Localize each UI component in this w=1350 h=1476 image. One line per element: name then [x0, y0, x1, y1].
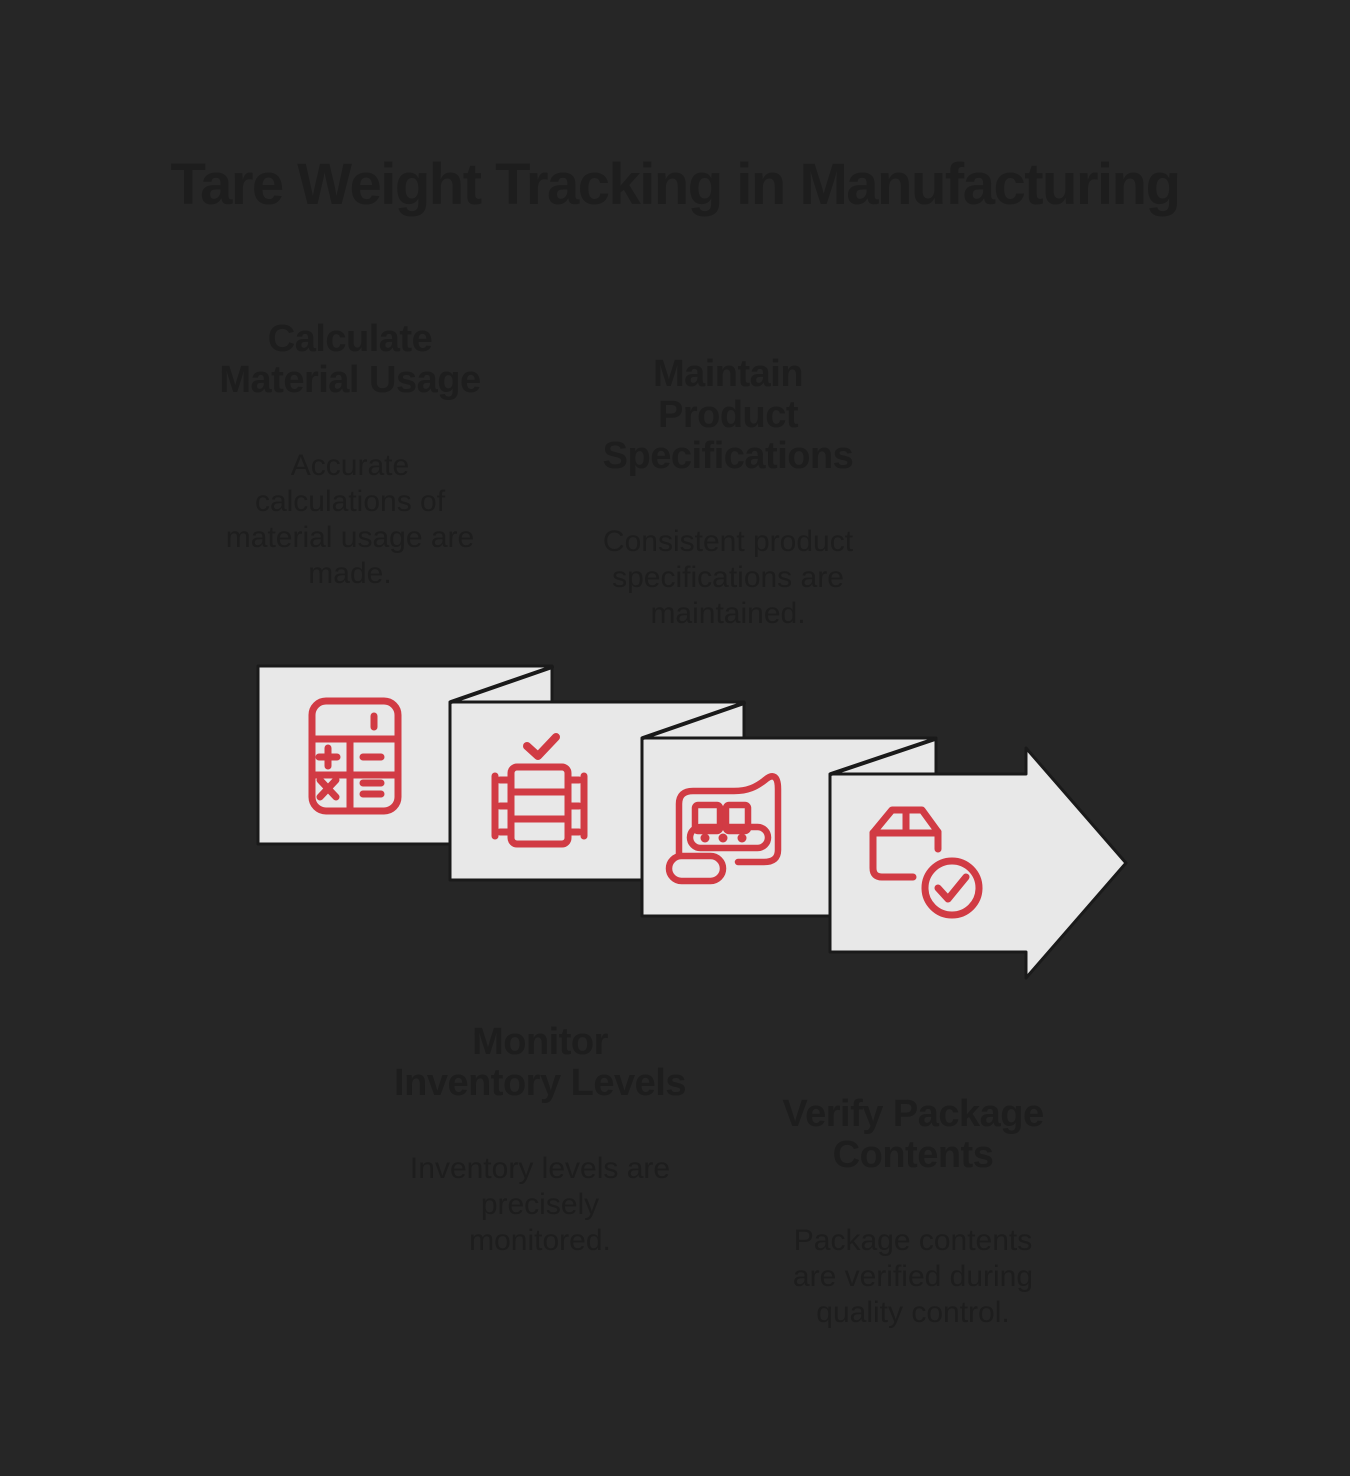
- step-body: Package contents are verified during qua…: [792, 1224, 1034, 1329]
- step-body: Accurate calculations of material usage …: [225, 449, 475, 590]
- conveyor-belt-icon: [665, 773, 782, 885]
- fold-line-1: [449, 665, 554, 704]
- step-text-monitor-inventory-levels: Monitor Inventory Levels Inventory level…: [380, 1004, 700, 1277]
- step-body: Consistent product specifications are ma…: [602, 525, 854, 630]
- step-text-maintain-product-specifications: Maintain Product Specifications Consiste…: [568, 336, 888, 650]
- step-heading: Monitor Inventory Levels: [394, 1021, 686, 1104]
- step-heading: Verify Package Contents: [782, 1093, 1044, 1176]
- step-heading: Maintain Product Specifications: [602, 353, 854, 477]
- calculator-icon: [308, 697, 402, 815]
- page-title: Tare Weight Tracking in Manufacturing: [170, 152, 1181, 217]
- fold-line-2: [641, 701, 746, 740]
- step-text-calculate-material-usage: Calculate Material Usage Accurate calcul…: [190, 301, 510, 610]
- step-heading: Calculate Material Usage: [219, 318, 481, 401]
- step-text-verify-package-contents: Verify Package Contents Package contents…: [753, 1076, 1073, 1349]
- package-check-icon: [869, 806, 983, 919]
- step-body: Inventory levels are precisely monitored…: [409, 1152, 671, 1257]
- fold-line-3: [829, 737, 937, 776]
- ribbon-panel-4-arrowhead: [828, 746, 1128, 980]
- product-specifications-icon: [491, 733, 588, 848]
